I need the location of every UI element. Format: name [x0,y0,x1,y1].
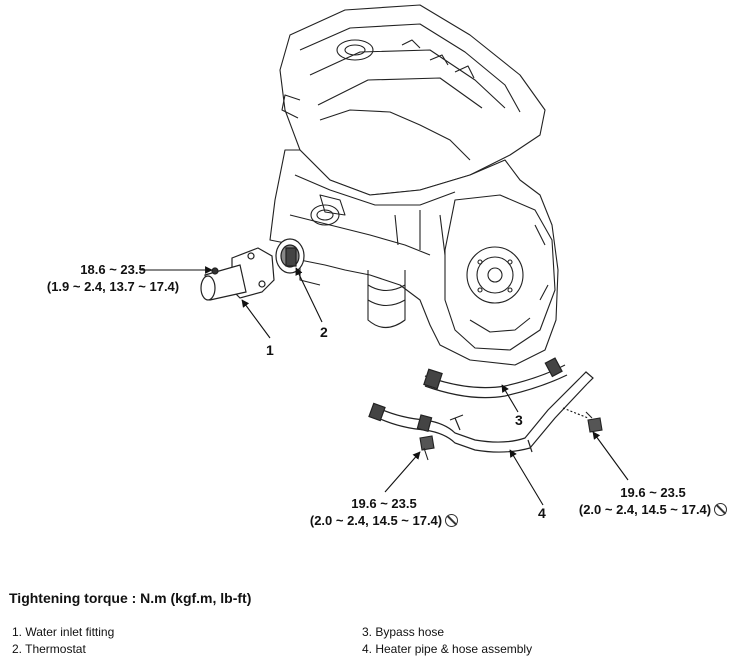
tightening-torque-heading: Tightening torque : N.m (kgf.m, lb-ft) [9,590,252,606]
legend-item-3: 3. Bypass hose [362,625,445,639]
torque-range: (2.0 ~ 2.4, 14.5 ~ 17.4) [568,501,738,518]
torque-value: 19.6 ~ 23.5 [351,496,417,511]
callout-3: 3 [515,412,523,428]
bypass-hose [423,357,568,399]
torque-value: 18.6 ~ 23.5 [80,262,146,277]
callout-2: 2 [320,324,328,340]
callout-4: 4 [538,505,546,521]
torque-range-text: (2.0 ~ 2.4, 14.5 ~ 17.4) [578,502,712,517]
legend-item-2: 2. Thermostat [12,642,86,656]
callout-1: 1 [266,342,274,358]
legend-item-4: 4. Heater pipe & hose assembly [362,642,533,656]
no-reuse-icon [445,514,459,527]
torque-spec-pipe-right: 19.6 ~ 23.5 (2.0 ~ 2.4, 14.5 ~ 17.4) [568,484,738,518]
exploded-diagram: 1 2 3 4 18.6 ~ 23.5 (1.9 ~ 2.4, 13.7 ~ 1… [0,0,740,560]
thermostat [275,238,305,274]
pipe-bolt-right [585,411,603,433]
pipe-bolt-left [419,435,435,461]
diagram-drawing [140,4,629,506]
torque-range-text: (2.0 ~ 2.4, 14.5 ~ 17.4) [309,513,443,528]
legend-item-1: 1. Water inlet fitting [12,625,115,639]
heater-pipe-assembly [368,371,594,453]
torque-spec-inlet: 18.6 ~ 23.5 (1.9 ~ 2.4, 13.7 ~ 17.4) [28,261,198,295]
engine-block [269,4,559,366]
torque-spec-pipe-left: 19.6 ~ 23.5 (2.0 ~ 2.4, 14.5 ~ 17.4) [298,495,470,529]
water-inlet-fitting [200,247,275,301]
torque-value: 19.6 ~ 23.5 [620,485,686,500]
no-reuse-icon [714,503,728,516]
torque-range: (2.0 ~ 2.4, 14.5 ~ 17.4) [298,512,470,529]
leader-lines [140,266,629,506]
torque-range: (1.9 ~ 2.4, 13.7 ~ 17.4) [46,279,180,294]
